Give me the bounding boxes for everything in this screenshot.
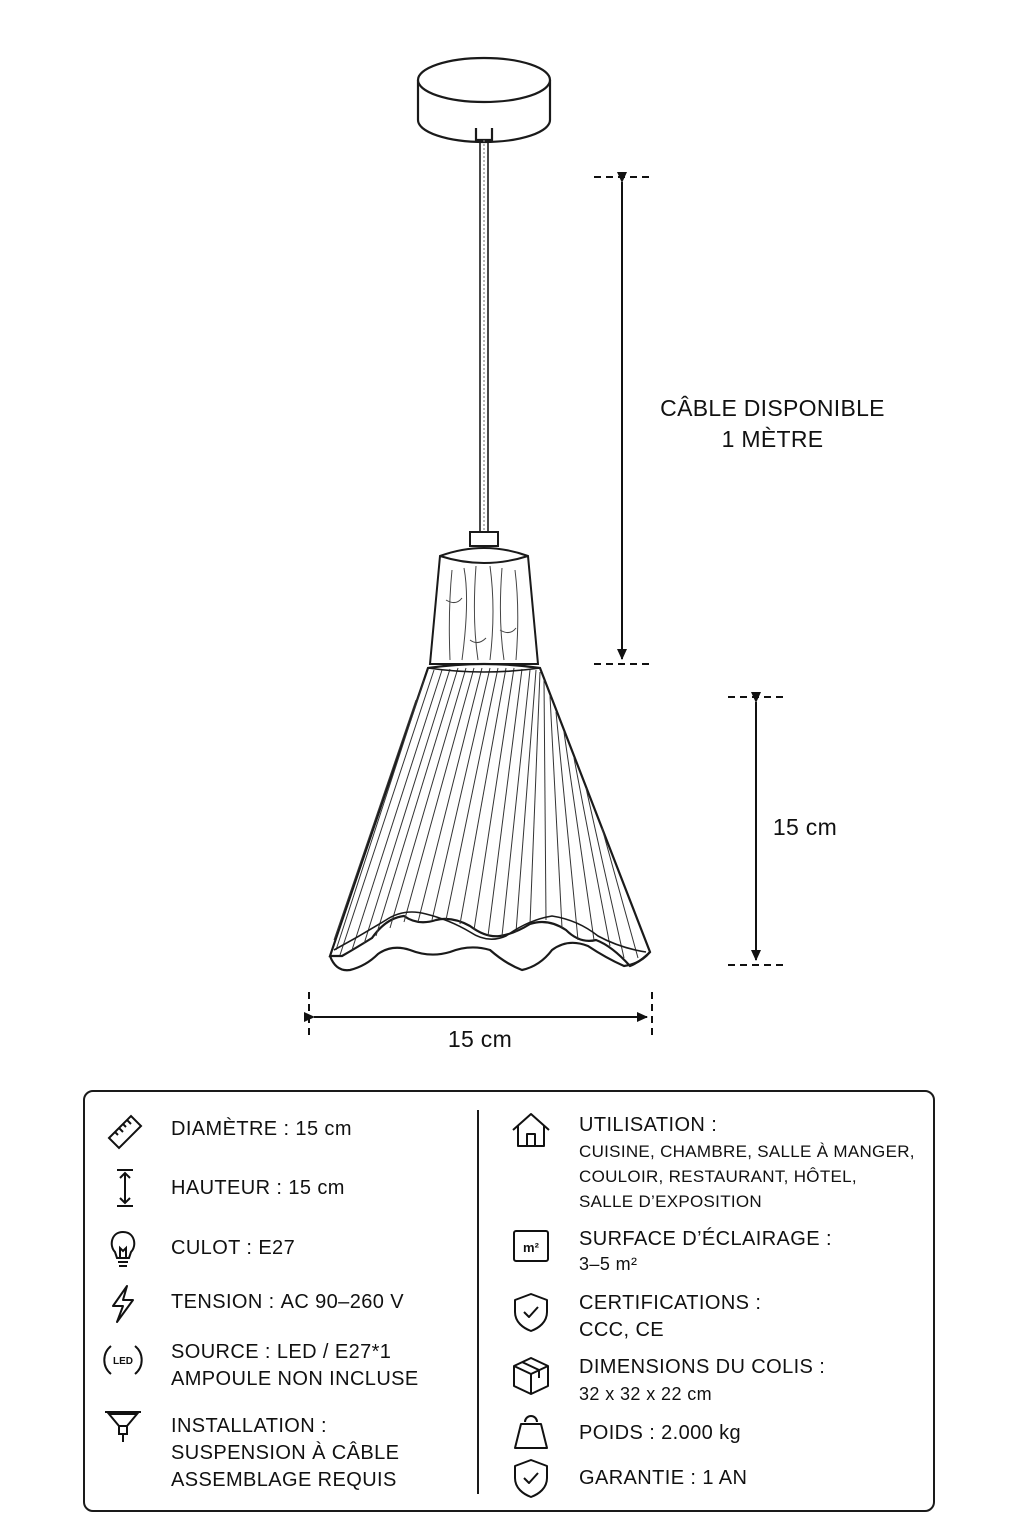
- spec-value: E27: [258, 1237, 296, 1259]
- spec-detail: AMPOULE NON INCLUSE: [171, 1368, 419, 1390]
- spec-value: 15 cm: [295, 1118, 352, 1140]
- svg-text:m²: m²: [523, 1240, 540, 1255]
- spec-label: INSTALLATION :: [171, 1415, 328, 1437]
- spec-label: SOURCE :: [171, 1341, 271, 1363]
- weight-icon: [509, 1410, 553, 1454]
- height-label: 15 cm: [772, 814, 838, 840]
- shield-check-icon: [509, 1290, 553, 1334]
- cable: [479, 140, 489, 532]
- ruler-icon: [103, 1110, 147, 1154]
- height-arrow-icon: [103, 1166, 147, 1210]
- panel-divider: [477, 1110, 479, 1494]
- spec-label: UTILISATION :: [579, 1114, 718, 1136]
- spec-label: DIMENSIONS DU COLIS :: [579, 1356, 826, 1378]
- height-dimension: [728, 692, 784, 966]
- bulb-icon: [101, 1226, 145, 1270]
- spec-label: HAUTEUR :: [171, 1177, 283, 1199]
- spec-value: AC 90–260 V: [280, 1291, 404, 1313]
- spec-value: LED / E27*1: [276, 1341, 392, 1363]
- diameter-dimension: [304, 992, 653, 1038]
- spec-detail: COULOIR, RESTAURANT, HÔTEL,: [579, 1167, 857, 1186]
- shield-check-icon: [509, 1456, 553, 1500]
- pendant-lamp-icon: [101, 1406, 145, 1450]
- spec-label: TENSION :: [171, 1291, 275, 1313]
- cable-length-dimension: [594, 172, 652, 665]
- house-icon: [509, 1108, 553, 1152]
- spec-detail: SUSPENSION À CÂBLE: [171, 1442, 400, 1464]
- area-m2-icon: m²: [509, 1224, 553, 1268]
- spec-detail: ASSEMBLAGE REQUIS: [171, 1469, 397, 1491]
- spec-label: CERTIFICATIONS :: [579, 1292, 762, 1314]
- led-icon: LED: [101, 1338, 145, 1382]
- spec-value: 1 AN: [702, 1467, 748, 1489]
- spec-detail: SALLE D’EXPOSITION: [579, 1192, 763, 1211]
- spec-label: GARANTIE :: [579, 1467, 697, 1489]
- spec-detail: 32 x 32 x 22 cm: [579, 1384, 713, 1404]
- cable-length-label: CÂBLE DISPONIBLE 1 MÈTRE: [660, 395, 885, 452]
- pleated-shade: [328, 662, 652, 972]
- lightning-icon: [101, 1282, 145, 1326]
- spec-detail: 3–5 m²: [579, 1254, 638, 1274]
- spec-label: SURFACE D’ÉCLAIRAGE :: [579, 1228, 832, 1250]
- diameter-label: 15 cm: [447, 1026, 513, 1052]
- spec-detail: CCC, CE: [579, 1319, 665, 1341]
- lamp-drawing: [304, 56, 784, 1038]
- wood-holder: [428, 547, 540, 665]
- spec-label: CULOT :: [171, 1237, 253, 1259]
- spec-label: POIDS :: [579, 1422, 656, 1444]
- spec-detail: CUISINE, CHAMBRE, SALLE À MANGER,: [579, 1142, 915, 1161]
- spec-panel: DIAMÈTRE : 15 cm HAUTEUR : 15 cm CULOT :…: [83, 1090, 935, 1512]
- spec-label: DIAMÈTRE :: [171, 1118, 290, 1140]
- spec-value: 2.000 kg: [661, 1422, 742, 1444]
- ceiling-canopy: [416, 56, 552, 144]
- box-icon: [509, 1354, 553, 1398]
- svg-text:LED: LED: [113, 1356, 133, 1367]
- socket-cap: [469, 531, 499, 547]
- spec-value: 15 cm: [288, 1177, 345, 1199]
